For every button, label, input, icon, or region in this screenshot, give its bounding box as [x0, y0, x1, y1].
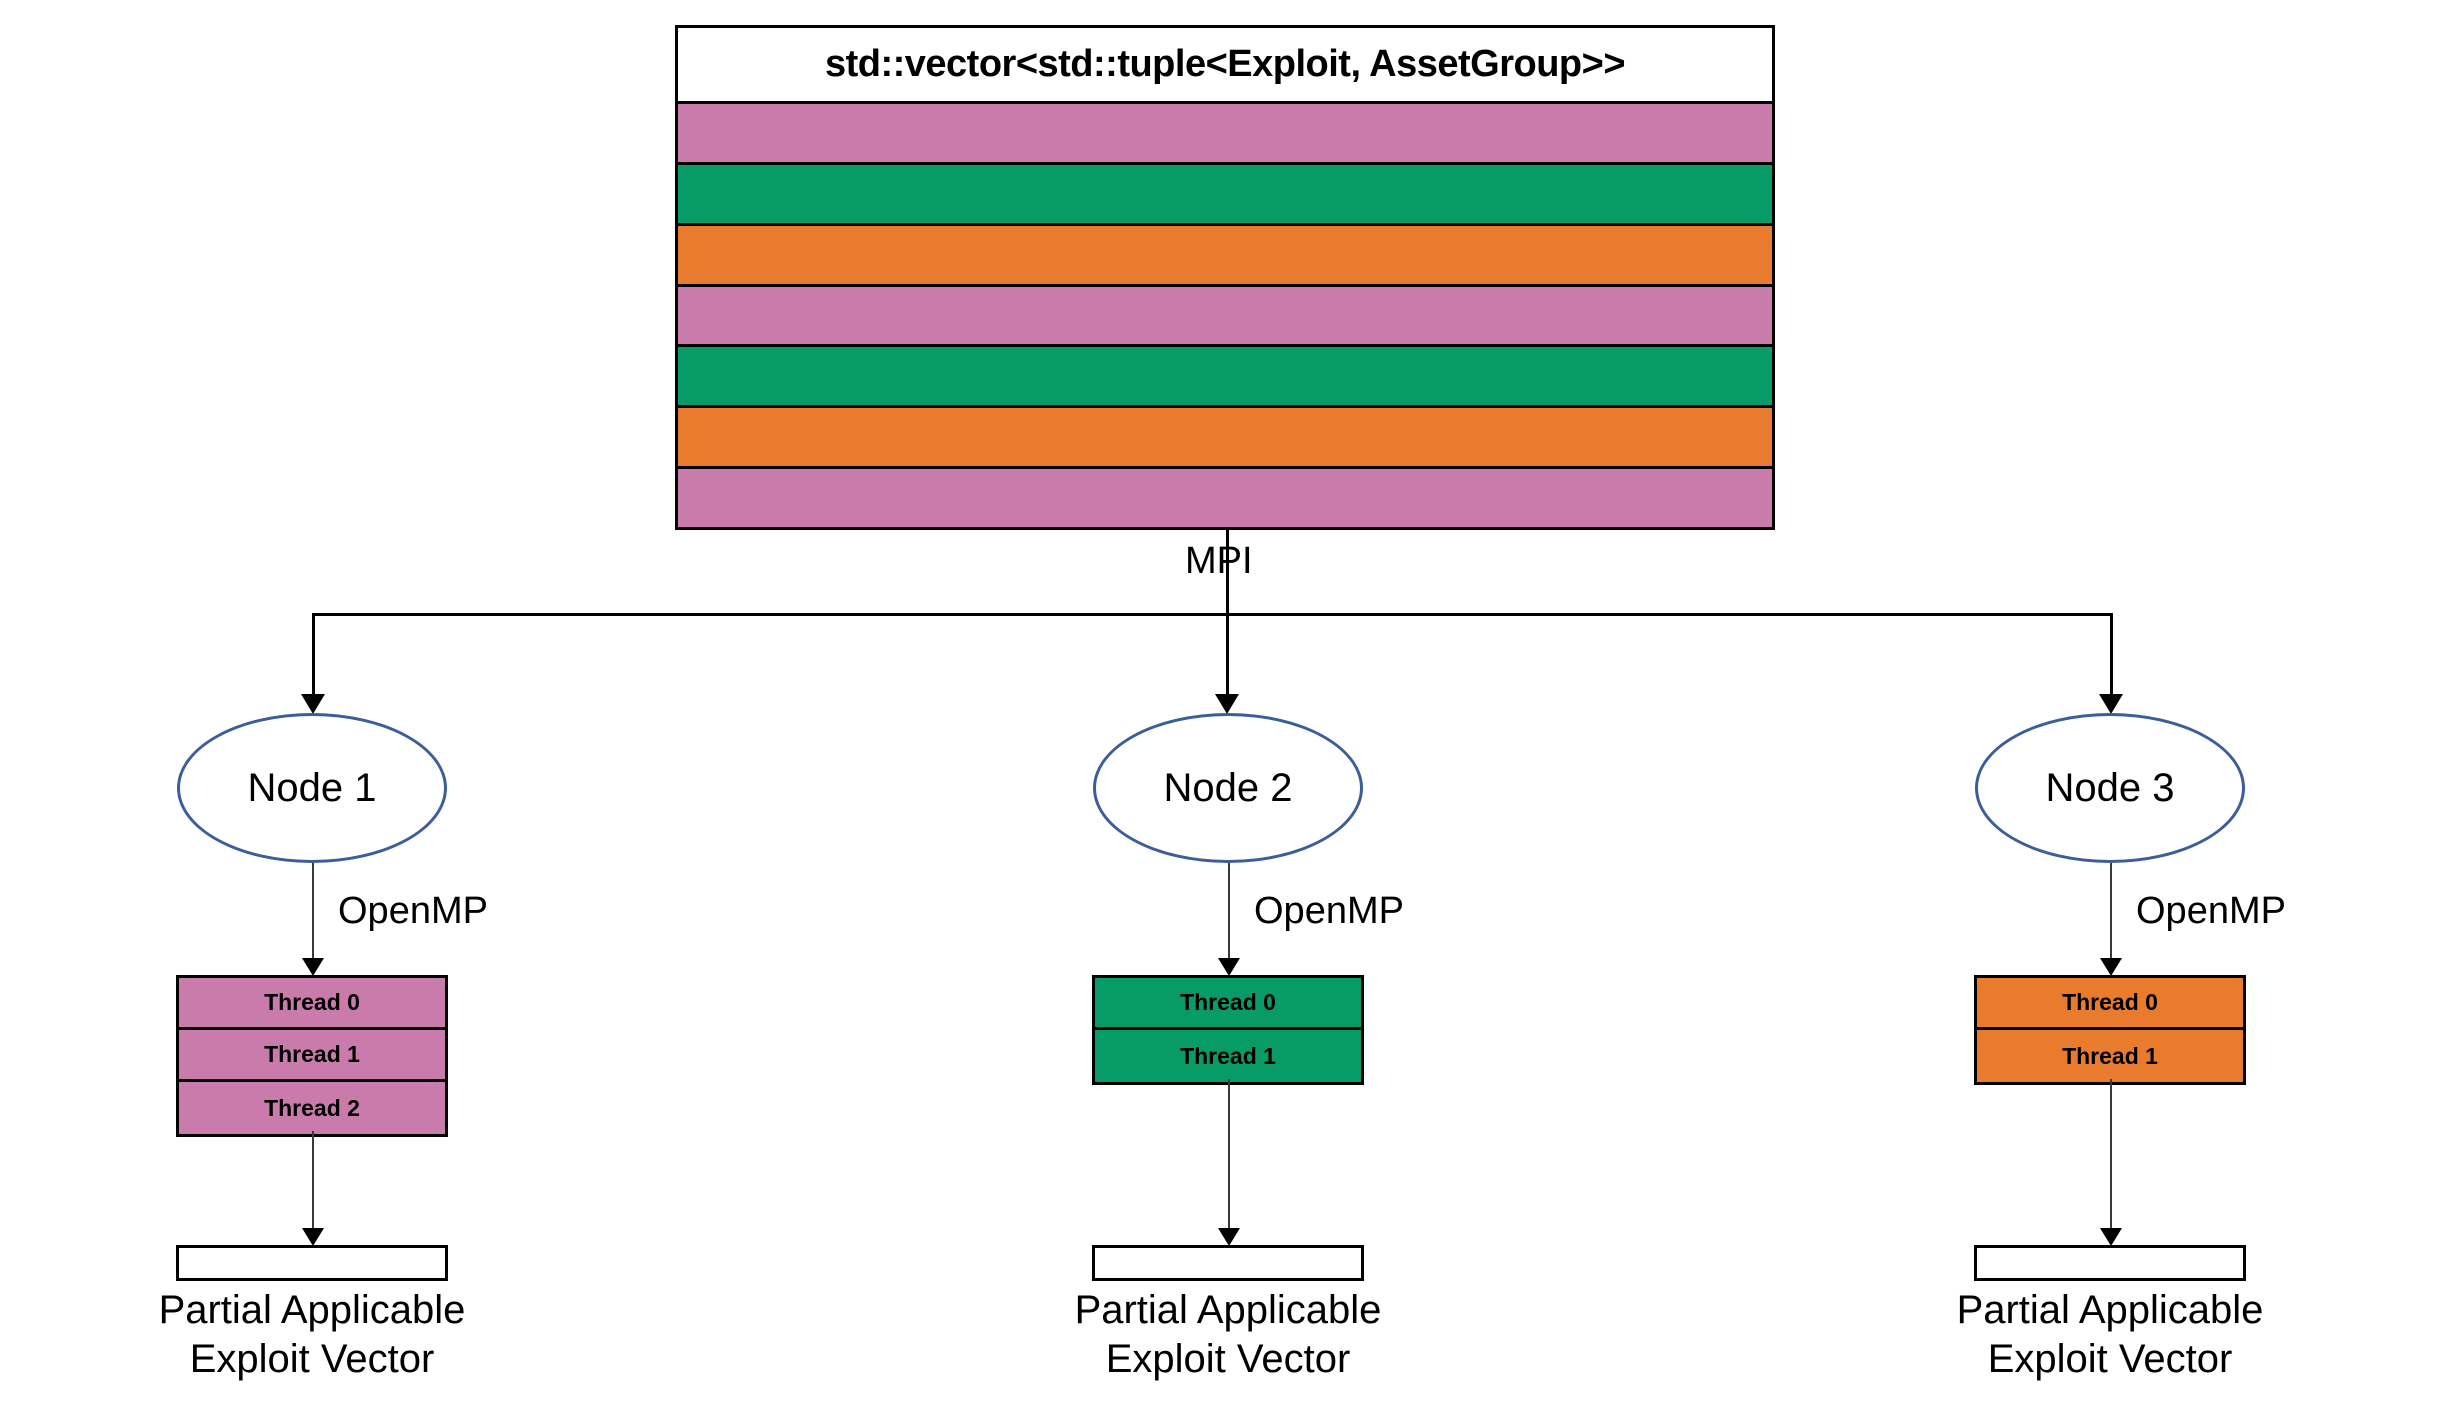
partial-exploit-vector-box-2	[1092, 1245, 1364, 1281]
mpi-branch-line-node-2	[1226, 613, 1229, 695]
band-pink-2	[678, 286, 1772, 348]
band-pink-3	[678, 469, 1772, 528]
caption-line-2-node-2: Exploit Vector	[1105, 1336, 1351, 1381]
mpi-branch-arrow-node-1	[301, 694, 325, 714]
node-ellipse-2[interactable]: Node 2	[1093, 713, 1363, 863]
caption-line-1-node-3: Partial Applicable	[1956, 1288, 2264, 1332]
thread-cell-1-2[interactable]: Thread 2	[179, 1082, 445, 1134]
openmp-fork-line-node-2	[1228, 863, 1230, 959]
vector-type-title: std::vector<std::tuple<Exploit, AssetGro…	[678, 28, 1772, 104]
openmp-label-node-1: OpenMP	[338, 890, 488, 932]
mpi-stem-line	[1226, 530, 1229, 613]
join-line-node-3	[2110, 1079, 2112, 1229]
thread-cell-3-0[interactable]: Thread 0	[1977, 978, 2243, 1030]
band-pink-1	[678, 104, 1772, 165]
mpi-distribution-bar	[312, 613, 2112, 616]
mpi-branch-arrow-node-2	[1215, 694, 1239, 714]
openmp-fork-arrow-node-1	[302, 958, 324, 976]
join-arrow-node-2	[1218, 1228, 1240, 1246]
band-green-1	[678, 164, 1772, 226]
openmp-fork-line-node-1	[312, 863, 314, 959]
band-orange-2	[678, 408, 1772, 470]
partial-exploit-vector-box-1	[176, 1245, 448, 1281]
join-line-node-2	[1228, 1079, 1230, 1229]
mpi-branch-line-node-3	[2110, 613, 2113, 695]
openmp-fork-line-node-3	[2110, 863, 2112, 959]
join-arrow-node-1	[302, 1228, 324, 1246]
join-line-node-1	[312, 1131, 314, 1229]
thread-cell-1-1[interactable]: Thread 1	[179, 1030, 445, 1082]
band-green-2	[678, 347, 1772, 409]
openmp-label-node-2: OpenMP	[1254, 890, 1404, 932]
caption-line-2-node-1: Exploit Vector	[189, 1336, 435, 1381]
openmp-fork-arrow-node-3	[2100, 958, 2122, 976]
node-ellipse-3[interactable]: Node 3	[1975, 713, 2245, 863]
mpi-label: MPI	[1185, 540, 1253, 582]
thread-cell-2-1[interactable]: Thread 1	[1095, 1030, 1361, 1082]
thread-cell-3-1[interactable]: Thread 1	[1977, 1030, 2243, 1082]
partial-exploit-vector-box-3	[1974, 1245, 2246, 1281]
caption-line-1-node-2: Partial Applicable	[1074, 1288, 1382, 1332]
band-orange-1	[678, 225, 1772, 287]
node-ellipse-1[interactable]: Node 1	[177, 713, 447, 863]
thread-cell-1-0[interactable]: Thread 0	[179, 978, 445, 1030]
openmp-label-node-3: OpenMP	[2136, 890, 2286, 932]
openmp-fork-arrow-node-2	[1218, 958, 1240, 976]
thread-cell-2-0[interactable]: Thread 0	[1095, 978, 1361, 1030]
node-label-1: Node 1	[247, 765, 377, 810]
caption-line-2-node-3: Exploit Vector	[1987, 1336, 2233, 1381]
node-label-2: Node 2	[1163, 765, 1293, 810]
global-exploit-vector-box: std::vector<std::tuple<Exploit, AssetGro…	[675, 25, 1775, 530]
vector-bands-container	[678, 104, 1772, 528]
mpi-branch-line-node-1	[312, 613, 315, 695]
join-arrow-node-3	[2100, 1228, 2122, 1246]
caption-line-1-node-1: Partial Applicable	[158, 1288, 466, 1332]
mpi-branch-arrow-node-3	[2099, 694, 2123, 714]
node-label-3: Node 3	[2045, 765, 2175, 810]
